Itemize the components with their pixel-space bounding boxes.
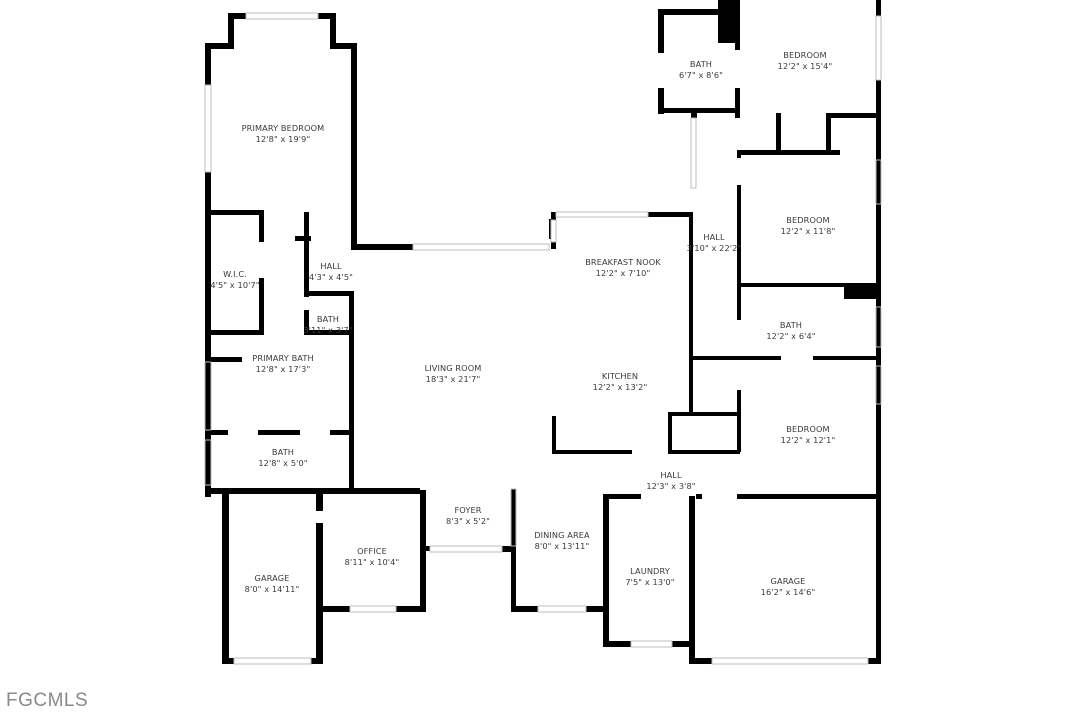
room-name: BEDROOM xyxy=(783,50,827,60)
room-dimensions: 12'2" x 11'8" xyxy=(780,226,836,236)
room-dimensions: 12'2" x 7'10" xyxy=(595,268,651,278)
room-name: KITCHEN xyxy=(601,371,639,381)
room-name: BATH xyxy=(316,314,340,324)
room-dimensions: 12'8" x 5'0" xyxy=(258,458,308,468)
room-dimensions: 4'5" x 10'7" xyxy=(210,280,260,290)
room-name: GARAGE xyxy=(770,576,806,586)
room-dimensions: 7'5" x 13'0" xyxy=(625,577,675,587)
room-name: BATH xyxy=(271,447,295,457)
room-name: BATH xyxy=(689,59,713,69)
room-name: PRIMARY BATH xyxy=(252,353,314,363)
room-name: DINING AREA xyxy=(534,530,590,540)
room-dimensions: 8'0" x 14'11" xyxy=(244,584,300,594)
room-dimensions: 12'8" x 19'9" xyxy=(255,134,311,144)
room-label-wic: W.I.C.4'5" x 10'7" xyxy=(210,269,259,291)
room-name: W.I.C. xyxy=(223,269,247,279)
room-dimensions: 4'3" x 4'5" xyxy=(308,272,354,282)
room-name: HALL xyxy=(320,261,342,271)
room-dimensions: 18'3" x 21'7" xyxy=(425,374,481,384)
room-name: FOYER xyxy=(454,505,482,515)
room-name: HALL xyxy=(660,470,682,480)
room-dimensions: 8'3" x 5'2" xyxy=(445,516,491,526)
room-dimensions: 3'10" x 22'2" xyxy=(686,243,742,253)
room-name: PRIMARY BEDROOM xyxy=(241,123,325,133)
room-dimensions: 12'8" x 17'3" xyxy=(255,364,311,374)
room-name: OFFICE xyxy=(357,546,387,556)
room-dimensions: 8'11" x 10'4" xyxy=(344,557,400,567)
room-dimensions: 6'7" x 8'6" xyxy=(678,70,724,80)
room-name: HALL xyxy=(703,232,725,242)
room-dimensions: 8'0" x 13'11" xyxy=(534,541,590,551)
room-name: BEDROOM xyxy=(786,215,830,225)
room-dimensions: 12'2" x 15'4" xyxy=(777,61,833,71)
room-dimensions: 16'2" x 14'6" xyxy=(760,587,816,597)
room-dimensions: 12'3" x 3'8" xyxy=(646,481,696,491)
room-name: LAUNDRY xyxy=(630,566,670,576)
room-name: GARAGE xyxy=(254,573,290,583)
room-dimensions: 12'2" x 6'4" xyxy=(766,331,816,341)
watermark-logo: FGCMLS xyxy=(6,690,89,711)
room-name: BREAKFAST NOOK xyxy=(585,257,661,267)
room-name: BATH xyxy=(779,320,803,330)
room-dimensions: 3'11" x 3'7" xyxy=(303,325,353,335)
room-name: BEDROOM xyxy=(786,424,830,434)
room-dimensions: 12'2" x 12'1" xyxy=(780,435,836,445)
room-dimensions: 12'2" x 13'2" xyxy=(592,382,648,392)
room-name: LIVING ROOM xyxy=(424,363,482,373)
